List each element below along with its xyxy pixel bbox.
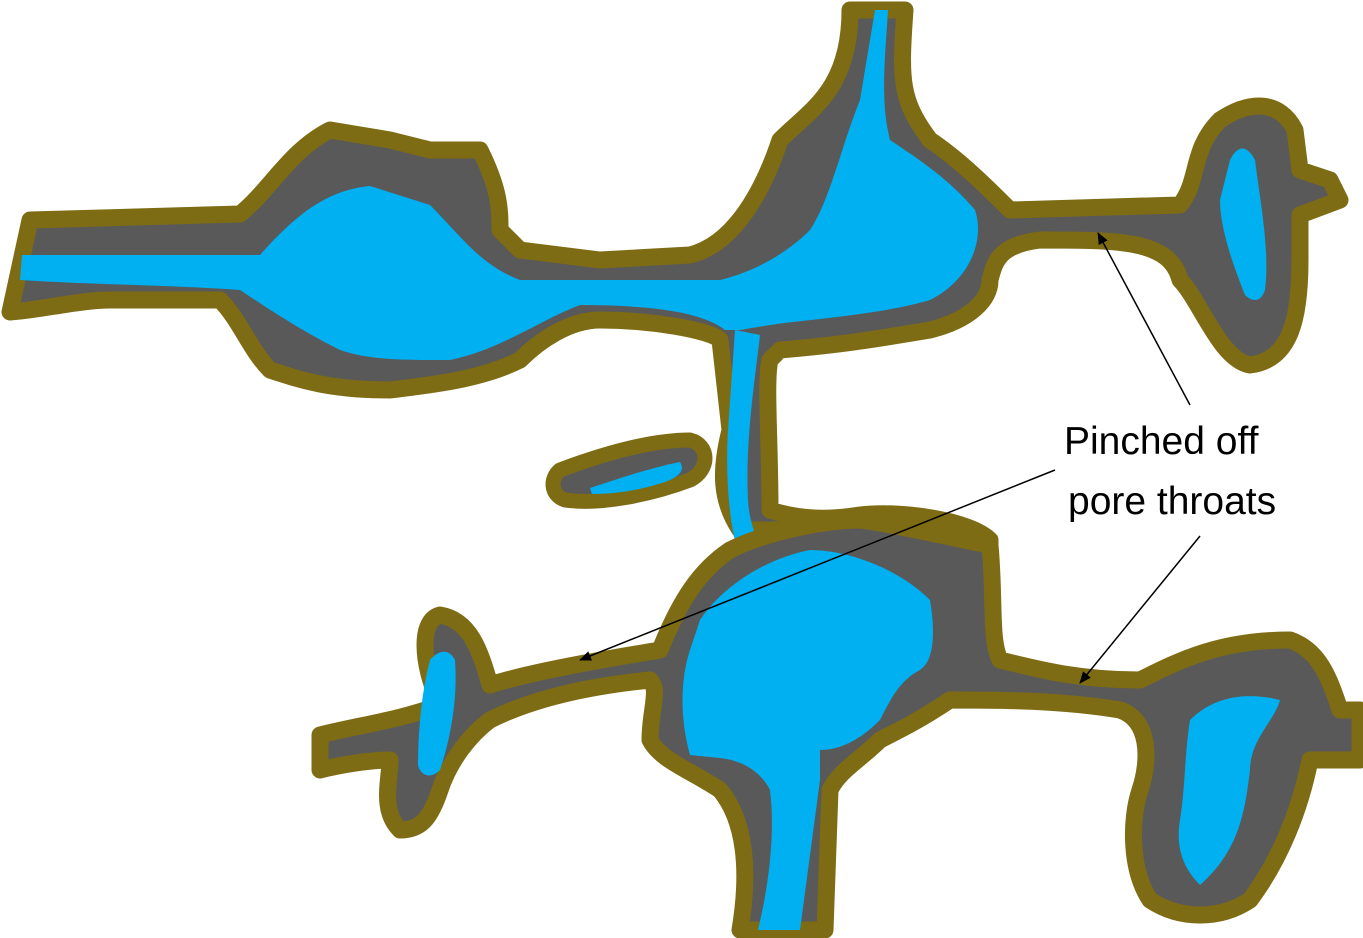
- annotation-arrows: [579, 232, 1201, 684]
- arrow-upper-throat: [1097, 232, 1191, 406]
- lower-left-lobe-fluid: [418, 651, 456, 776]
- connecting-throat-fluid: [727, 330, 770, 560]
- arrow-left-throat: [579, 469, 1056, 661]
- arrow-right-throat: [1079, 535, 1201, 684]
- upper-pore-network: [1, 1, 1349, 659]
- lower-pore-network: [311, 511, 1363, 938]
- lower-right-lobe-fluid: [1178, 696, 1280, 885]
- small-pocket-rim: [545, 432, 713, 509]
- upper-pore-fluid: [20, 10, 978, 360]
- annotation-label-line1: Pinched off: [1064, 420, 1259, 463]
- upper-right-lobe-fluid: [1220, 148, 1267, 300]
- lower-main-pore-fluid: [682, 550, 933, 930]
- annotation-label-line2: pore throats: [1068, 480, 1277, 523]
- small-pocket-fluid: [590, 462, 682, 494]
- upper-pore-rim: [1, 1, 1349, 659]
- small-pocket: [545, 432, 713, 509]
